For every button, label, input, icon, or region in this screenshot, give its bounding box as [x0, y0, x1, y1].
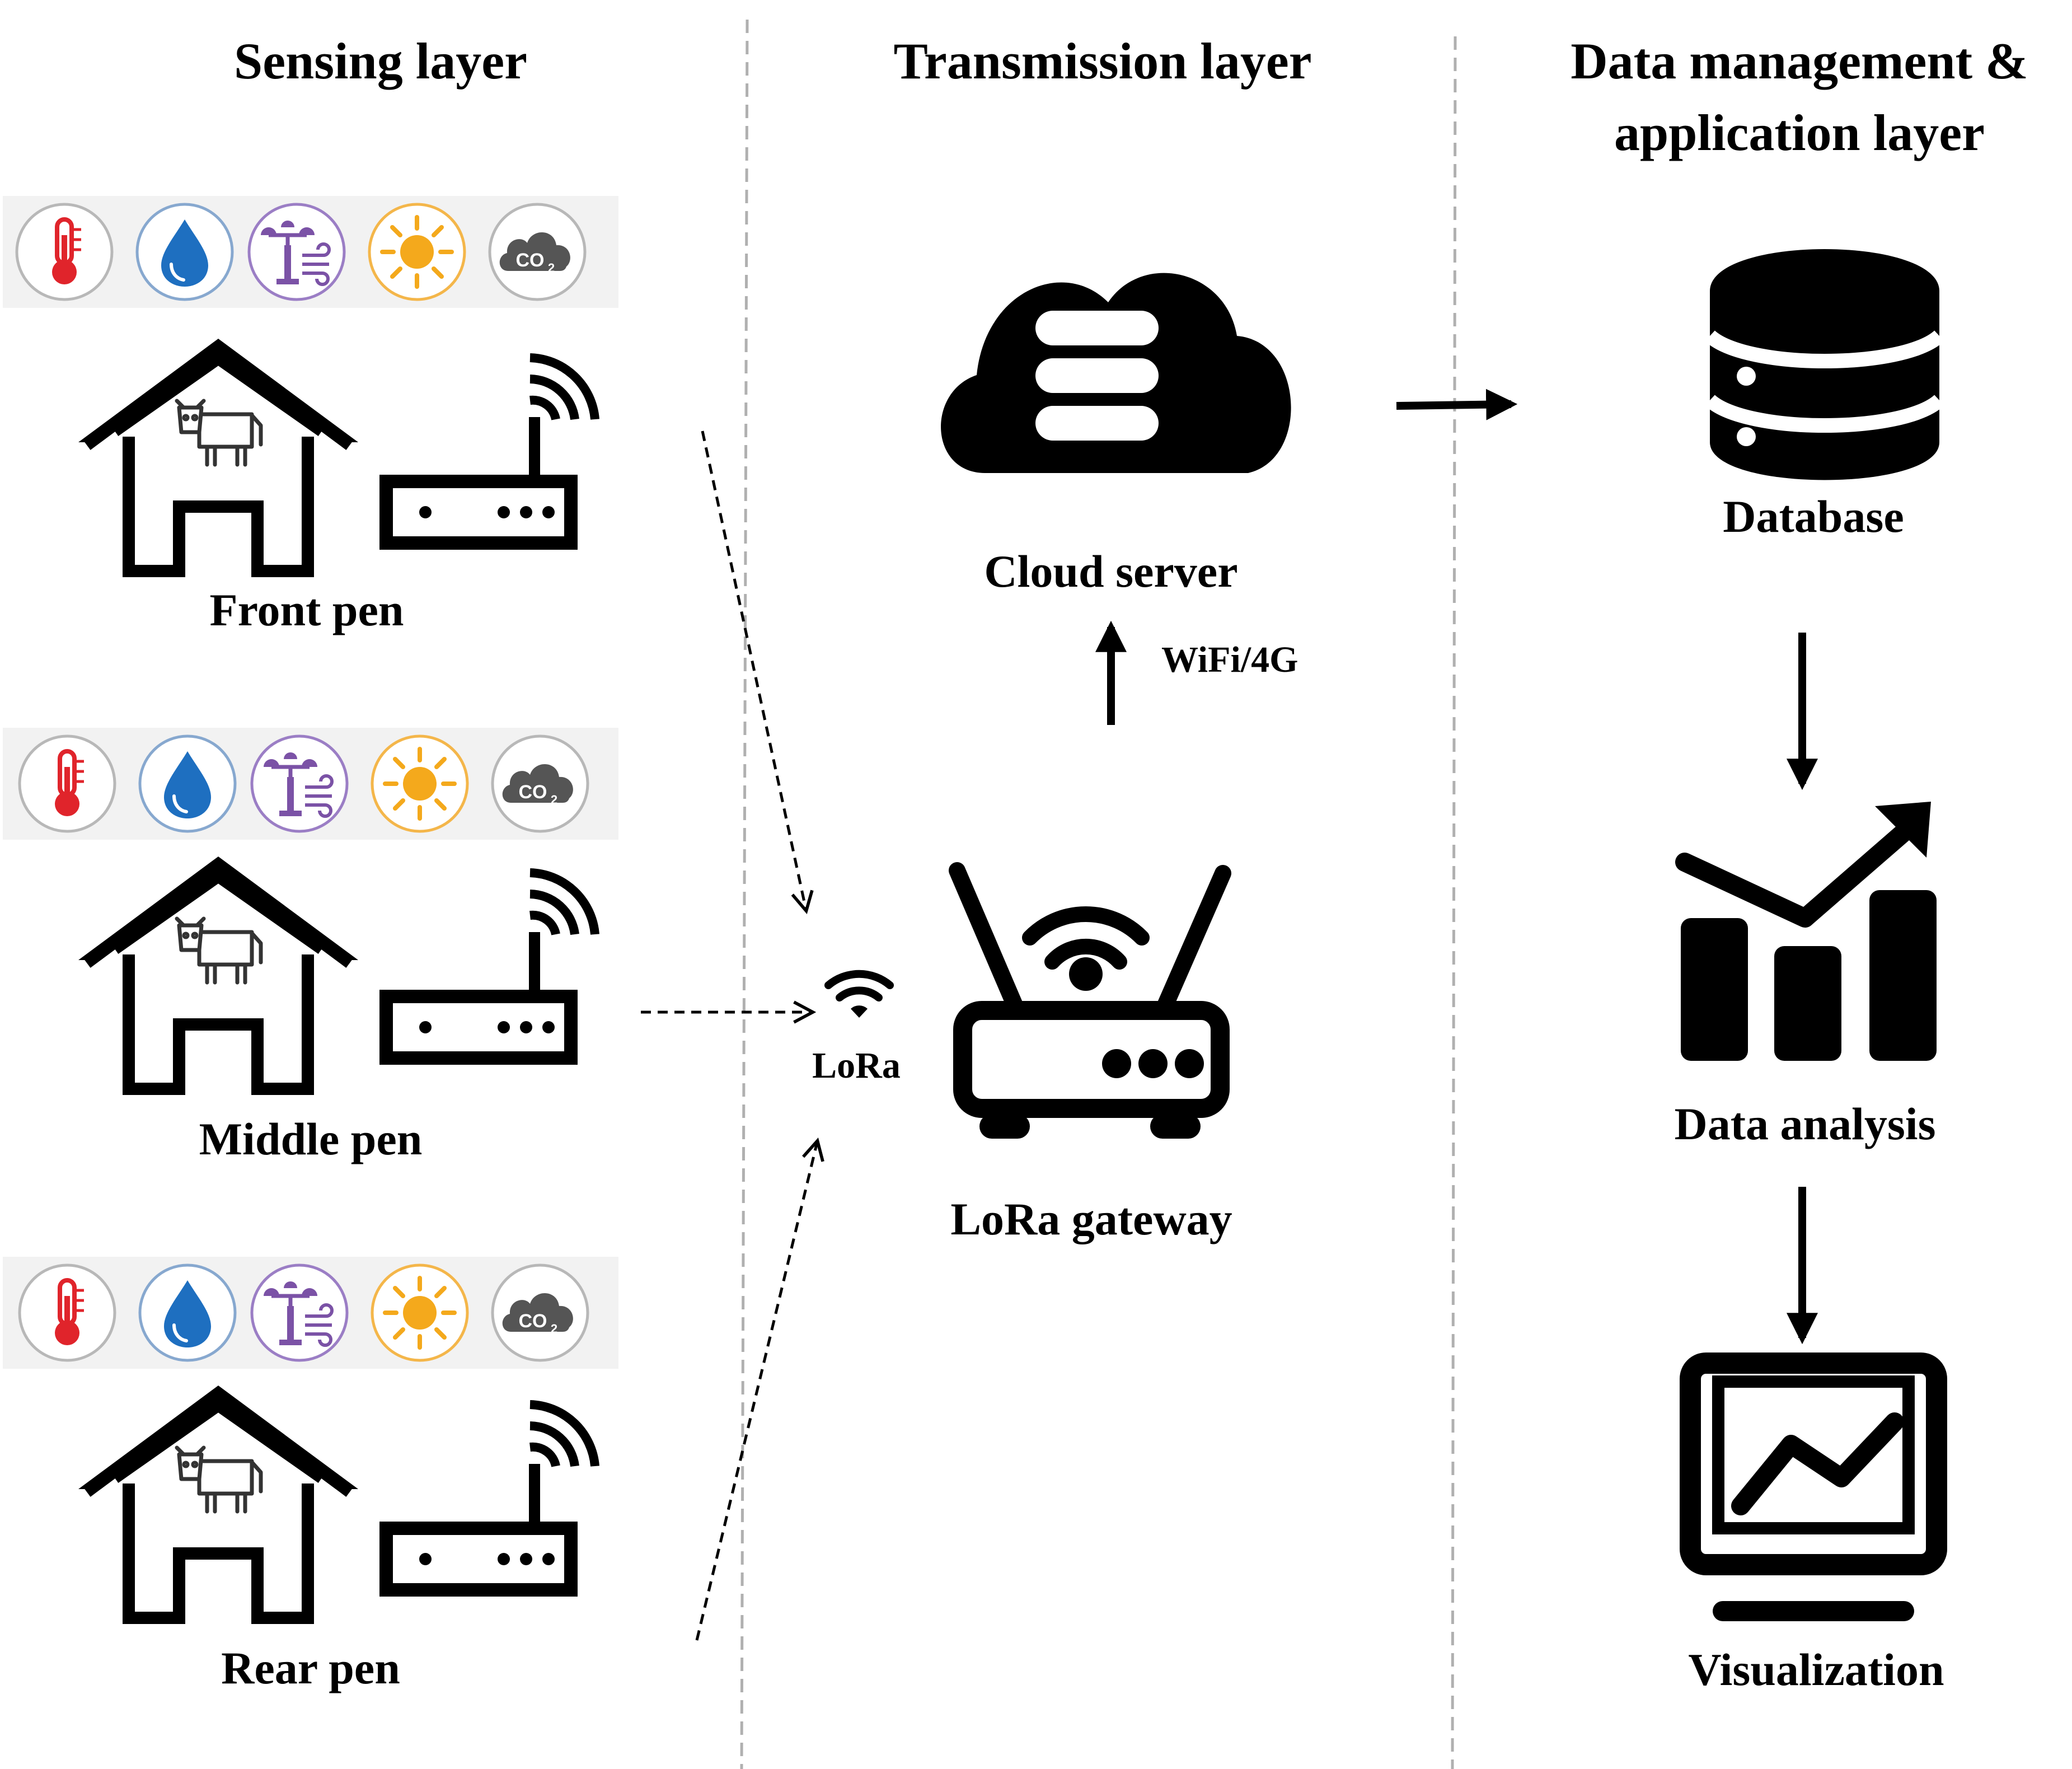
sensing-layer-title: Sensing layer [234, 32, 527, 90]
transmission-layer-title: Transmission layer [893, 32, 1311, 90]
database-label: Database [1723, 491, 1904, 542]
pen-label: Middle pen [199, 1113, 423, 1164]
lora-link-rear [695, 1138, 824, 1641]
gateway-label: LoRa gateway [950, 1194, 1232, 1244]
data-analysis-icon [1675, 802, 1937, 1061]
data-layer-title-line2: application layer [1614, 104, 1985, 161]
co2-subscript: 2 [551, 1322, 557, 1336]
thermometer-icon [20, 1265, 115, 1360]
co2-text: CO [516, 250, 545, 271]
cloud-server-icon [941, 273, 1291, 473]
pen-label: Rear pen [221, 1642, 400, 1693]
co2-text: CO [519, 781, 547, 803]
sun-icon [372, 736, 467, 831]
middle-pen-group: CO 2 Middle pen [3, 728, 618, 1164]
sun-icon [372, 1265, 467, 1360]
database-icon [1705, 249, 1944, 480]
lora-signal-icon [824, 970, 894, 1018]
cloud-to-database-arrow [1396, 389, 1518, 420]
divider-left [740, 19, 749, 1769]
visualization-label: Visualization [1688, 1644, 1944, 1695]
anemometer-icon [252, 1265, 347, 1360]
thermometer-icon [20, 736, 115, 831]
water-drop-icon [140, 1265, 235, 1360]
anemometer-icon [249, 204, 344, 299]
rear-pen-group: CO 2 Rear pen [3, 1257, 618, 1693]
sensor-node-router-icon [386, 1405, 595, 1590]
lora-link-front [701, 430, 814, 915]
anemometer-icon [252, 736, 347, 831]
water-drop-icon [140, 736, 235, 831]
data-layer-title-line1: Data management & [1571, 32, 2028, 90]
divider-right [1451, 36, 1457, 1769]
sun-icon [369, 204, 465, 299]
visualization-monitor-icon [1680, 1353, 1947, 1621]
lora-gateway-icon [949, 862, 1231, 1139]
data-analysis-label: Data analysis [1674, 1098, 1935, 1149]
barn-icon [78, 1386, 358, 1618]
co2-text: CO [519, 1311, 547, 1332]
co2-subscript: 2 [548, 261, 555, 275]
barn-icon [78, 857, 358, 1089]
water-drop-icon [137, 204, 232, 299]
uplink-label: WiFi/4G [1161, 639, 1298, 680]
sensor-node-router-icon [386, 358, 595, 543]
thermometer-icon [17, 204, 112, 299]
co2-subscript: 2 [551, 793, 557, 807]
cloud-server-label: Cloud server [984, 546, 1237, 597]
sensor-node-router-icon [386, 873, 595, 1058]
front-pen-group: CO 2 Front pen [3, 196, 618, 635]
lora-label: LoRa [812, 1045, 901, 1086]
pen-label: Front pen [209, 584, 404, 635]
barn-icon [78, 339, 358, 571]
